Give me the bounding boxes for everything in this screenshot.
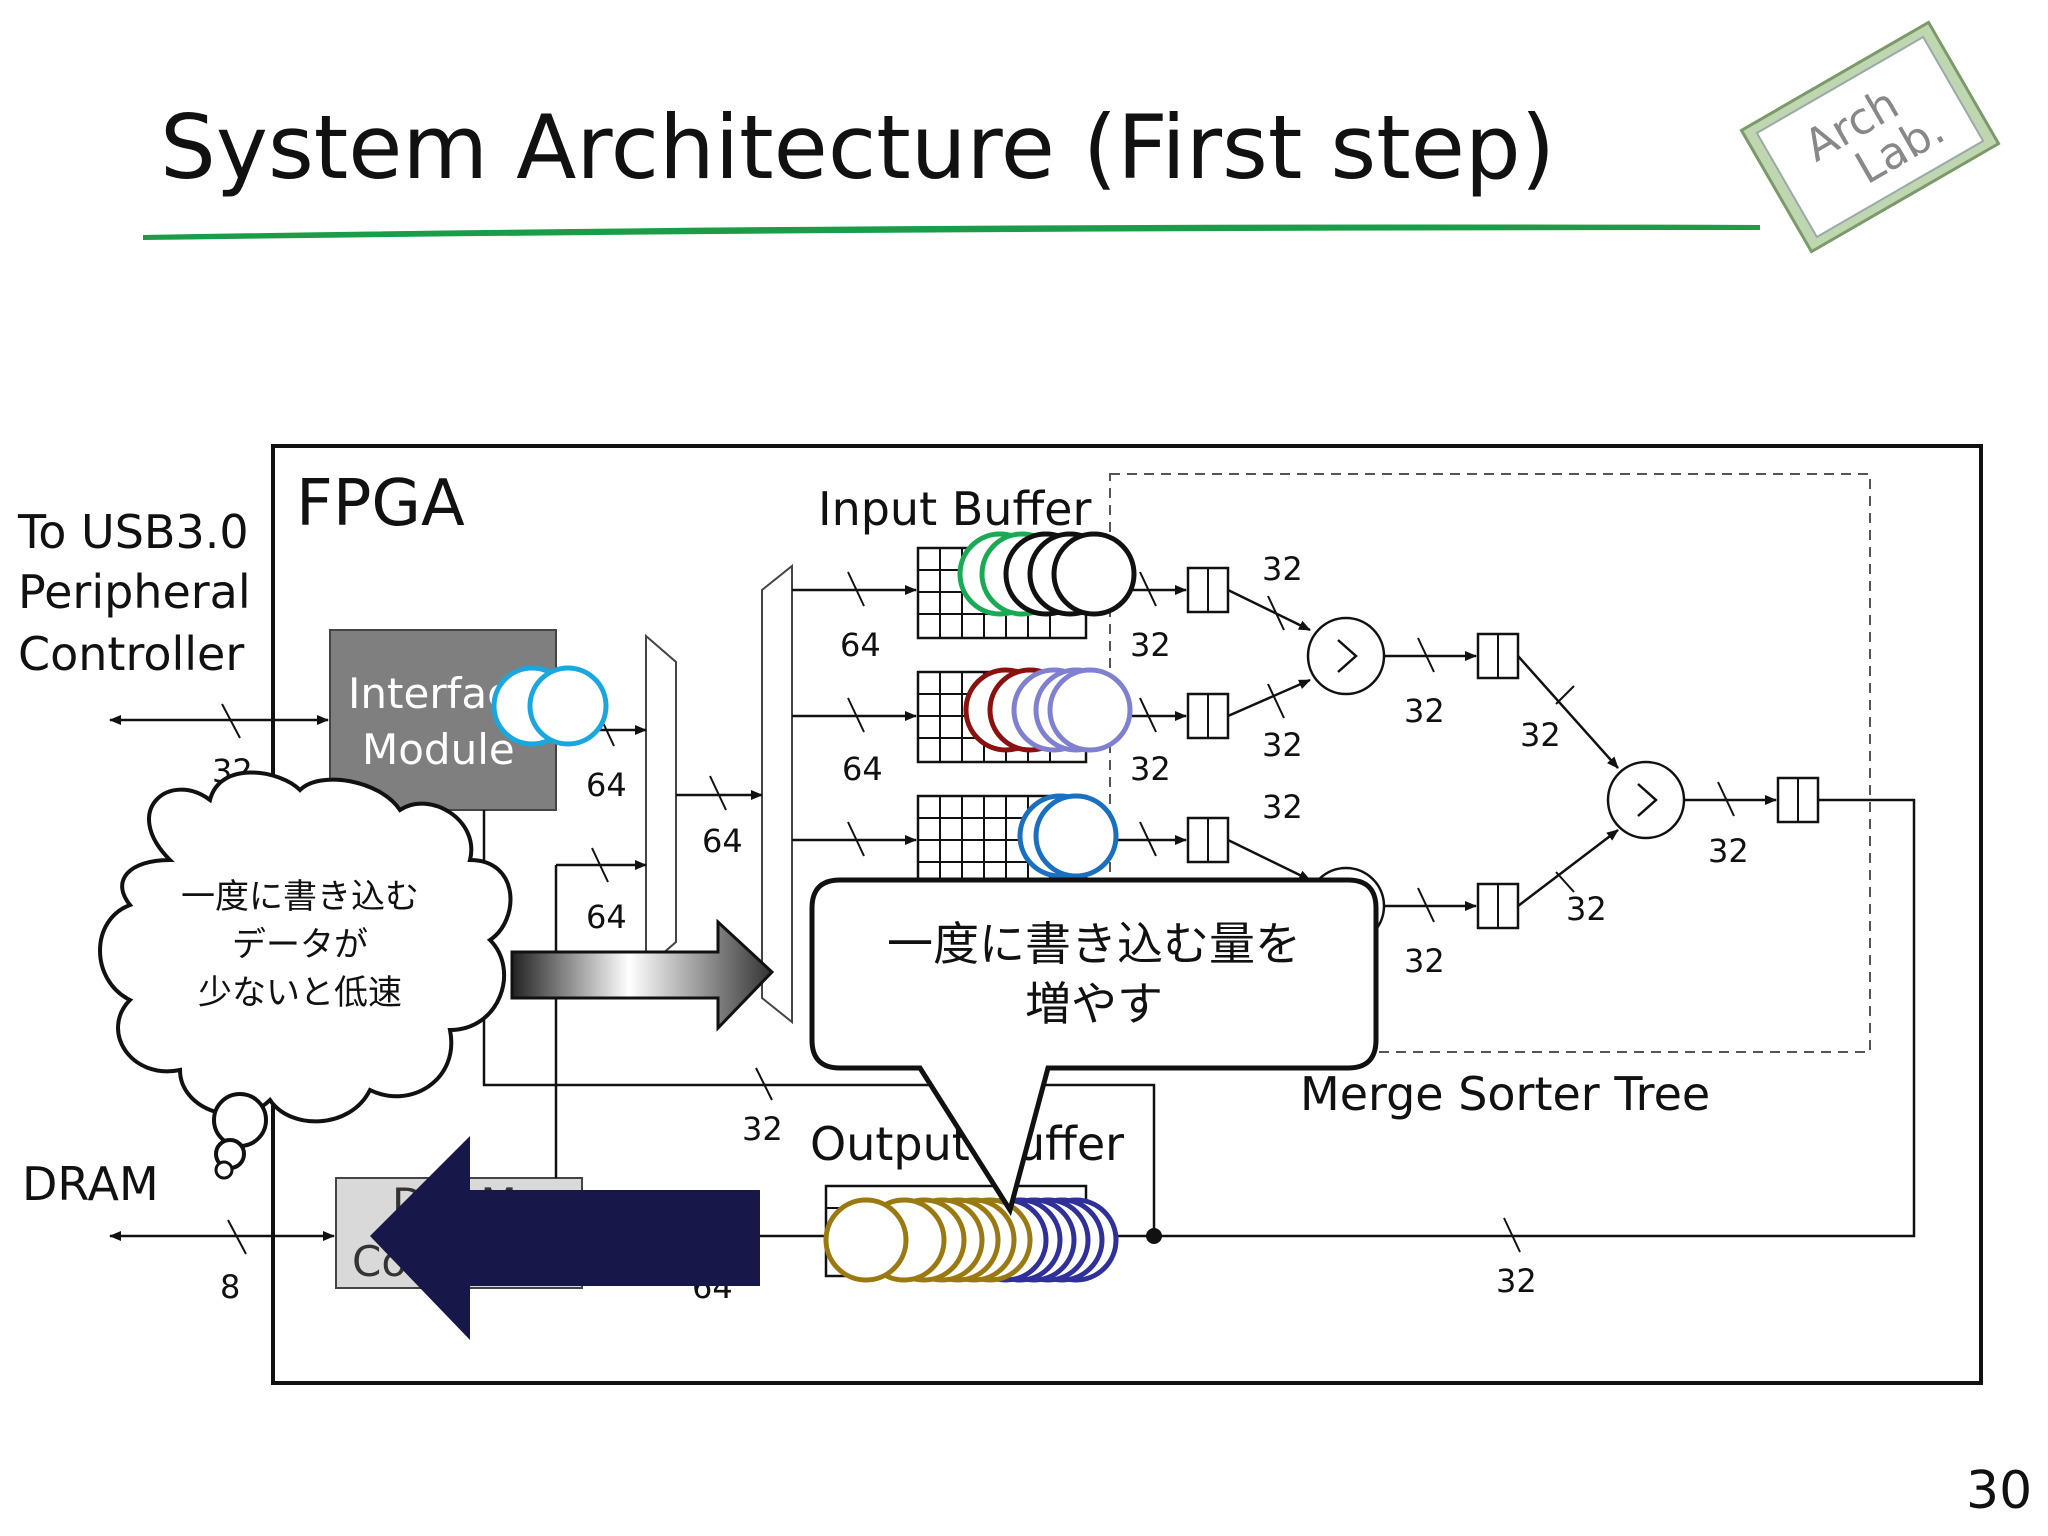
tokens-interface xyxy=(491,665,609,747)
input-buffer-label: Input Buffer xyxy=(818,482,1091,536)
tokens-ib2 xyxy=(963,667,1133,753)
tokens-ib3 xyxy=(1017,793,1119,879)
demux-large xyxy=(761,563,793,1025)
merge-sorter-boundary xyxy=(1109,473,1871,1053)
mux-small xyxy=(645,633,677,971)
speech-line-1: 一度に書き込む量を xyxy=(887,917,1301,971)
tokens-output xyxy=(823,1197,1119,1283)
thought-dot-3 xyxy=(214,1160,234,1180)
arch-lab-logo: Arch Lab. xyxy=(1739,20,2001,254)
bw-cmp2-in-a: 32 xyxy=(1262,788,1303,826)
title-rule xyxy=(143,224,1760,240)
register-3 xyxy=(1186,816,1230,864)
thought-line-1: 一度に書き込む xyxy=(181,877,419,917)
bw-cmp3-in-b: 32 xyxy=(1566,890,1607,928)
usb-label-2: Peripheral xyxy=(18,565,251,619)
bw-cmp3-out: 32 xyxy=(1708,832,1749,870)
slide-title: System Architecture (First step) xyxy=(160,96,1556,199)
bw-cmp1-out: 32 xyxy=(1404,692,1445,730)
merge-sorter-label: Merge Sorter Tree xyxy=(1300,1067,1710,1121)
usb-label-3: Controller xyxy=(18,627,244,681)
register-5 xyxy=(1476,882,1520,930)
speech-callout xyxy=(809,877,1379,1217)
thought-line-2: データが xyxy=(232,925,368,965)
bw-cmp2-out: 32 xyxy=(1404,942,1445,980)
comparator-3 xyxy=(1606,760,1686,840)
fpga-label: FPGA xyxy=(296,467,465,541)
bw-if-out-bottom: 64 xyxy=(586,898,627,936)
bw-ib1: 64 xyxy=(840,626,881,664)
usb-label-1: To USB3.0 xyxy=(17,505,249,559)
feedback-path xyxy=(1154,798,1916,1238)
write-back-arrow xyxy=(370,1136,760,1340)
tokens-ib1 xyxy=(957,531,1137,617)
register-4 xyxy=(1476,632,1520,680)
comparator-1 xyxy=(1306,616,1386,696)
thought-bubble xyxy=(98,770,513,1124)
bw-feedback: 32 xyxy=(1496,1262,1537,1300)
thought-dot-1 xyxy=(212,1092,268,1148)
bw-ib2-out: 32 xyxy=(1130,750,1171,788)
bw-if-out-top: 64 xyxy=(586,766,627,804)
bw-ib2: 64 xyxy=(842,750,883,788)
bw-demux-bus: 32 xyxy=(742,1110,783,1148)
bw-cmp1-in-b: 32 xyxy=(1262,726,1303,764)
bw-ib1-out: 32 xyxy=(1130,626,1171,664)
bw-cmp1-in-a: 32 xyxy=(1262,550,1303,588)
register-1 xyxy=(1186,566,1230,614)
dram-label: DRAM xyxy=(22,1157,159,1211)
thought-line-3: 少ないと低速 xyxy=(198,973,402,1013)
bw-cmp3-in-a: 32 xyxy=(1520,716,1561,754)
bw-dram: 8 xyxy=(220,1268,240,1306)
register-6 xyxy=(1776,776,1820,824)
speech-line-2: 増やす xyxy=(1025,977,1163,1031)
bw-mux-out: 64 xyxy=(702,822,743,860)
throughput-arrow xyxy=(510,918,775,1032)
page-number: 30 xyxy=(1966,1461,2032,1521)
interface-label-2: Module xyxy=(362,725,515,774)
register-2 xyxy=(1186,692,1230,740)
